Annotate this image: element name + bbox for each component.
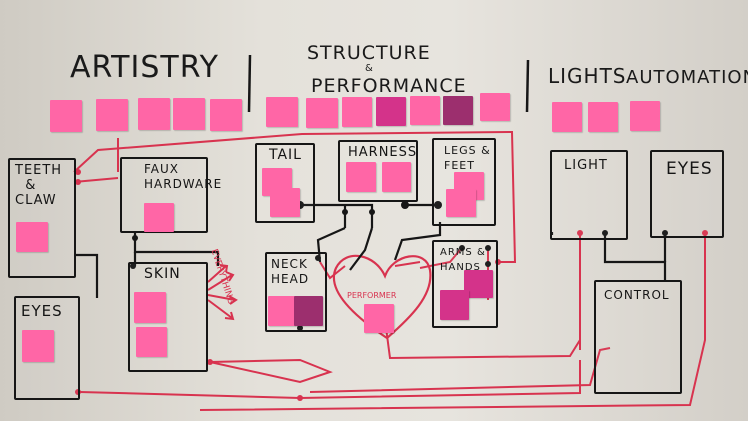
sticky-note <box>346 162 376 192</box>
sticky-note <box>306 98 338 128</box>
neck-head-label: NECK HEAD <box>271 257 310 286</box>
sticky-note <box>16 222 48 252</box>
sticky-note <box>144 203 174 232</box>
heading-ampersand: & <box>365 63 374 74</box>
performer-label: PERFORMER <box>347 291 397 300</box>
eyes-right-label: EYES <box>666 159 713 179</box>
tail-label: TAIL <box>269 147 302 163</box>
sticky-note <box>173 98 205 130</box>
divider-line <box>247 54 252 113</box>
sticky-note <box>136 327 167 357</box>
heading-lights: LIGHTS <box>548 64 627 88</box>
sticky-note <box>22 330 54 362</box>
sticky-note <box>134 292 166 323</box>
sticky-note <box>138 98 170 130</box>
red-wires <box>73 130 706 411</box>
sticky-note <box>268 296 295 326</box>
sticky-note <box>588 102 618 132</box>
control-label: CONTROL <box>604 288 670 302</box>
sticky-note <box>446 189 476 217</box>
black-wires <box>74 203 667 298</box>
sticky-note <box>96 99 128 131</box>
control-box: CONTROL <box>594 280 682 394</box>
sticky-note <box>443 96 473 125</box>
sticky-note <box>382 162 411 192</box>
sticky-note <box>480 93 510 121</box>
light-box: LIGHT <box>550 150 628 240</box>
sticky-note <box>294 296 323 326</box>
sticky-note <box>630 101 660 131</box>
sticky-note <box>376 97 406 126</box>
teeth-claw-label: TEETH & CLAW <box>15 163 63 208</box>
skin-label: SKIN <box>144 266 181 282</box>
heading-artistry: ARTISTRY <box>70 50 219 85</box>
harness-label: HARNESS <box>348 145 418 160</box>
teeth-claw-box: TEETH & CLAW <box>8 158 76 278</box>
sticky-note <box>552 102 582 132</box>
eyes-left-label: EYES <box>21 302 63 320</box>
eyes-right-box: EYES <box>650 150 724 238</box>
arms-hands-label: ARMS & HANDS <box>440 247 486 273</box>
heading-structure: STRUCTURE <box>307 42 431 64</box>
sticky-note <box>440 290 469 320</box>
sticky-note <box>364 304 394 333</box>
light-label: LIGHT <box>564 158 608 173</box>
sticky-note <box>410 96 440 125</box>
heading-automation: AUTOMATION <box>626 67 748 88</box>
faux-hardware-label: FAUX HARDWARE <box>144 162 223 191</box>
sticky-note <box>266 97 298 127</box>
sticky-note <box>50 100 82 132</box>
sticky-note <box>342 97 372 127</box>
sticky-note <box>270 188 300 217</box>
legs-feet-label: LEGS & FEET <box>444 144 491 172</box>
divider-line <box>525 59 530 113</box>
sticky-note <box>210 99 242 131</box>
heading-performance: PERFORMANCE <box>311 75 467 97</box>
